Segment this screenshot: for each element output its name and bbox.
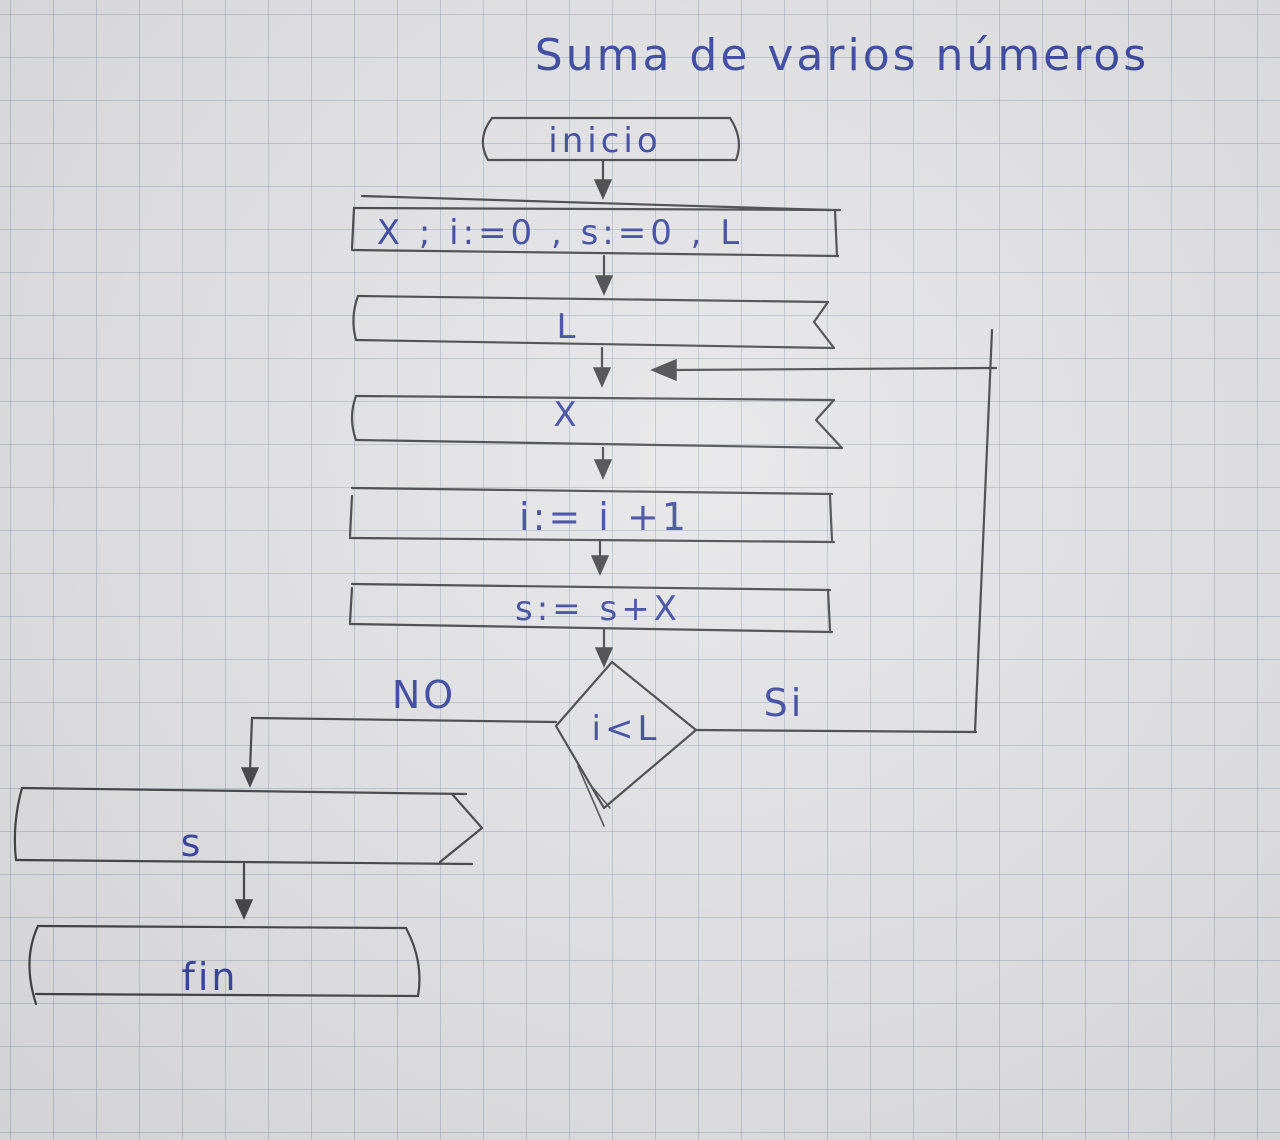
start-label: inicio [548,121,661,161]
accumulate-label: s:= s+X [515,589,681,629]
output-s: s [13,786,484,866]
decision-diamond: i<L [554,660,698,827]
end-label: fin [181,955,238,999]
increment-label: i:= i +1 [519,495,689,539]
output-label: s [181,821,204,865]
accumulate-process: s:= s+X [348,582,834,634]
init-label: X ; i:=0 , s:=0 , L [377,213,743,253]
no-label: NO [392,673,456,717]
loop-back-connector [650,328,998,734]
diagram-title: Suma de varios números [535,30,1149,81]
increment-process: i:= i +1 [348,486,836,544]
decision-label: i<L [592,709,661,749]
connector-increment-accumulate [590,538,610,576]
init-process: X ; i:=0 , s:=0 , L [350,194,842,258]
read-l-label: L [557,307,580,347]
read-x-label: X [553,395,580,435]
connector-init-readl [594,254,614,296]
yes-branch-connector: Si [694,681,978,734]
connector-accumulate-decision [594,628,614,668]
read-l-input: L [352,294,836,350]
connector-start-init [593,158,613,200]
connector-readl-readx [592,346,612,388]
connector-output-end [234,862,254,920]
no-branch-connector: NO [240,673,558,788]
start-terminal: inicio [481,116,741,162]
yes-label: Si [764,681,805,725]
connector-readx-increment [593,446,613,480]
end-terminal: fin [28,924,421,1006]
read-x-input: X [350,394,844,450]
